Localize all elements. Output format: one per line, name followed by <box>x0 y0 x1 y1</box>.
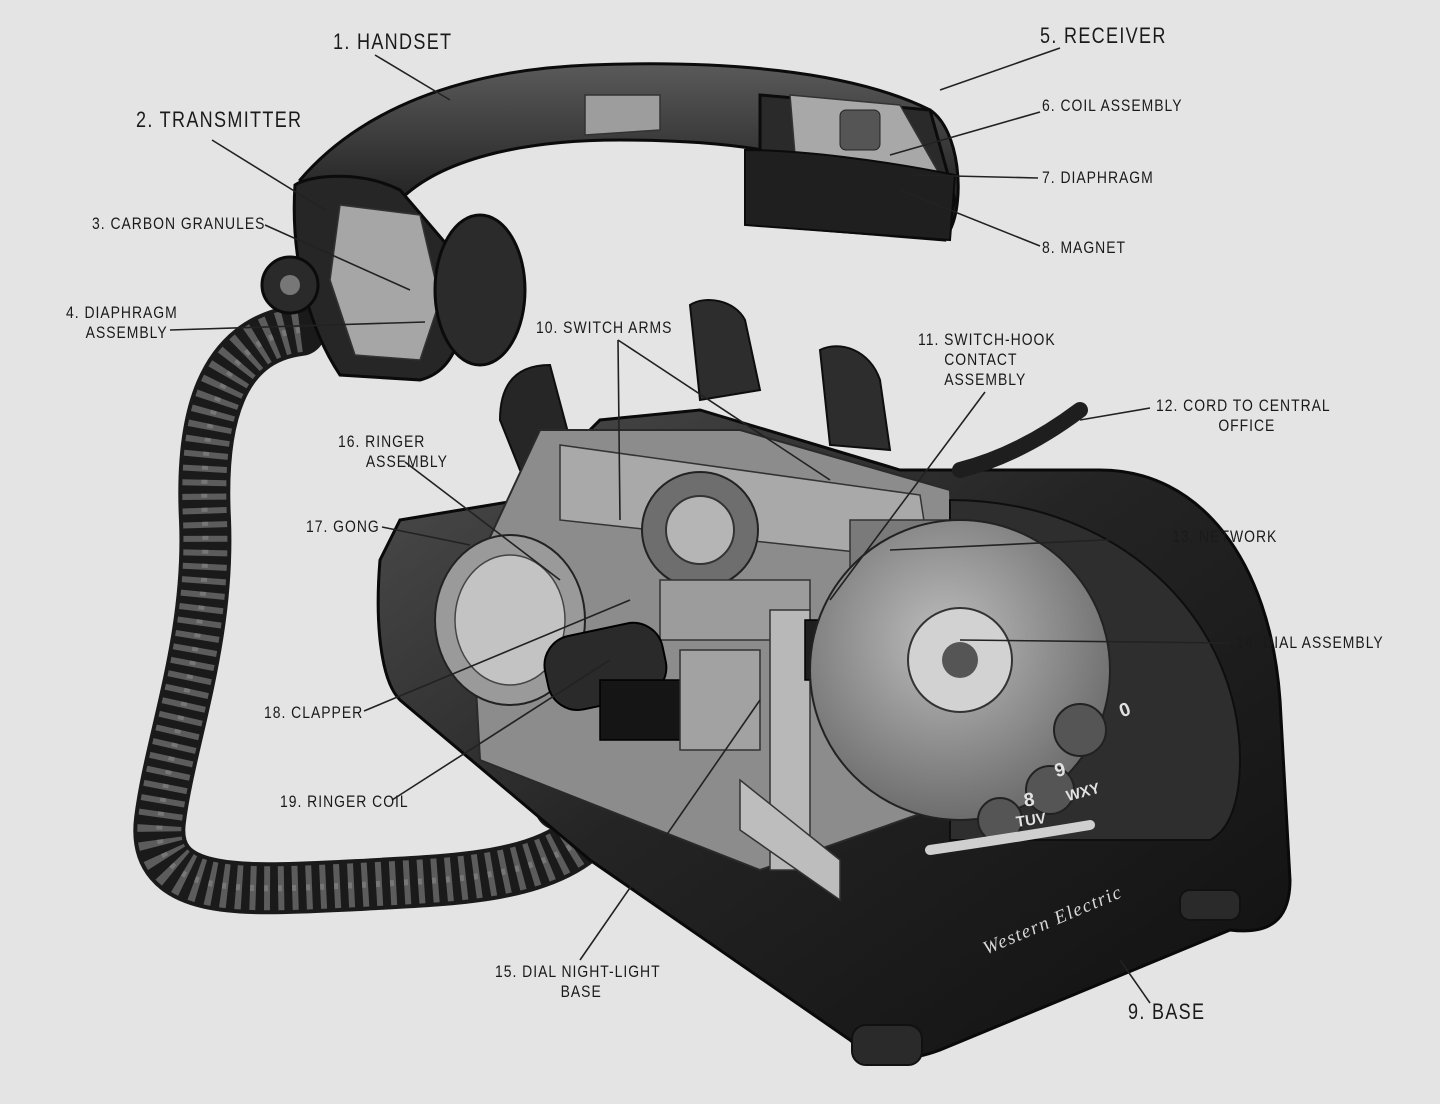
label-clapper: 18. CLAPPER <box>264 703 364 722</box>
label-cord-to-central-office: 12. CORD TO CENTRAL OFFICE <box>1156 396 1331 436</box>
label-diaphragm-assembly-line2: ASSEMBLY <box>85 323 168 342</box>
label-magnet: 8. MAGNET <box>1042 238 1126 257</box>
label-diaphragm: 7. DIAPHRAGM <box>1042 168 1154 187</box>
label-ringer-line1: 16. RINGER <box>338 432 426 451</box>
leader-lines <box>169 47 1231 1004</box>
label-diaphragm-assembly: 4. DIAPHRAGM ASSEMBLY <box>66 303 178 343</box>
label-base: 9. BASE <box>1128 999 1206 1024</box>
label-network: 13. NETWORK <box>1172 527 1278 546</box>
label-ringer-assembly: 16. RINGER ASSEMBLY <box>338 432 448 472</box>
label-switch-arms: 10. SWITCH ARMS <box>536 318 673 337</box>
label-ringer-coil: 19. RINGER COIL <box>280 792 409 811</box>
label-night-light-line1: 15. DIAL NIGHT-LIGHT <box>495 962 661 981</box>
label-coil-assembly: 6. COIL ASSEMBLY <box>1042 96 1183 115</box>
coiled-cord <box>133 304 617 915</box>
label-diaphragm-assembly-line1: 4. DIAPHRAGM <box>66 303 178 322</box>
label-dial-assembly: 14. DIAL ASSEMBLY <box>1236 633 1384 652</box>
label-ringer-line2: ASSEMBLY <box>365 452 448 471</box>
label-switch-hook-line1: 11. SWITCH-HOOK <box>918 330 1056 349</box>
label-switch-hook-line2: CONTACT <box>944 350 1018 369</box>
label-receiver: 5. RECEIVER <box>1040 23 1167 48</box>
label-handset: 1. HANDSET <box>333 29 453 54</box>
label-cord-line2: OFFICE <box>1218 416 1276 435</box>
label-transmitter: 2. TRANSMITTER <box>136 107 303 132</box>
label-switch-hook-contact-assembly: 11. SWITCH-HOOK CONTACT ASSEMBLY <box>918 330 1056 390</box>
handset <box>260 62 960 382</box>
label-cord-line1: 12. CORD TO CENTRAL <box>1156 396 1331 415</box>
label-gong: 17. GONG <box>306 517 380 536</box>
label-dial-night-light-base: 15. DIAL NIGHT-LIGHT BASE <box>495 962 661 1002</box>
label-night-light-line2: BASE <box>560 982 602 1001</box>
rotary-dial <box>810 498 1242 855</box>
label-carbon-granules: 3. CARBON GRANULES <box>92 214 266 233</box>
label-switch-hook-line3: ASSEMBLY <box>944 370 1027 389</box>
